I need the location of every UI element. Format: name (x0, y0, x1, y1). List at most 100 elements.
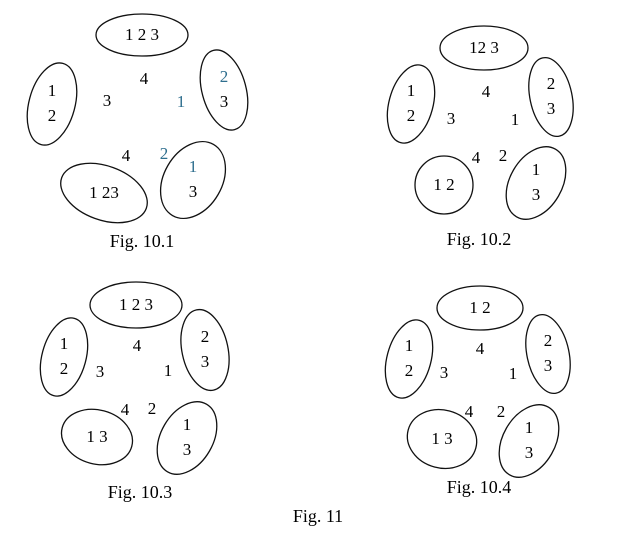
oval-left: 12 (386, 64, 436, 144)
inner-label: 4 (122, 146, 131, 165)
oval-outline (89, 281, 183, 329)
oval-label-bottom: 2 (60, 359, 69, 378)
oval-right: 23 (528, 56, 574, 138)
oval-top: 1 2 3 (89, 281, 183, 329)
oval-label: 1 3 (431, 429, 452, 448)
panel-caption: Fig. 10.2 (447, 229, 512, 249)
oval-label-bottom: 2 (405, 361, 414, 380)
oval-label: 12 3 (469, 38, 499, 57)
oval-label-bottom: 2 (407, 106, 416, 125)
oval-bottom-right: 13 (505, 146, 567, 220)
inner-label: 1 (164, 361, 173, 380)
oval-label: 1 2 3 (119, 295, 153, 314)
oval-outline (436, 285, 524, 331)
oval-top: 1 2 3 (95, 13, 189, 57)
oval-bottom-left: 1 3 (406, 408, 478, 470)
inner-label: 3 (447, 109, 456, 128)
oval-outline (39, 317, 89, 397)
oval-label: 1 3 (86, 427, 107, 446)
oval-outline (386, 64, 436, 144)
oval-label-top: 1 (525, 418, 534, 437)
oval-outline (26, 62, 78, 146)
oval-label-top: 2 (201, 327, 210, 346)
inner-label: 3 (103, 91, 112, 110)
inner-label: 1 (511, 110, 520, 129)
oval-label-bottom: 3 (525, 443, 534, 462)
oval-label: 1 2 (469, 298, 490, 317)
inner-label: 4 (140, 69, 149, 88)
inner-label: 4 (133, 336, 142, 355)
oval-outline (528, 56, 574, 138)
oval-outline (525, 313, 571, 395)
panel-caption: Fig. 10.4 (447, 477, 512, 497)
oval-label-bottom: 3 (220, 92, 229, 111)
oval-outline (159, 140, 227, 220)
oval-right: 23 (199, 49, 249, 131)
oval-label: 1 2 3 (125, 25, 159, 44)
oval-outline (406, 408, 478, 470)
oval-right: 23 (180, 308, 230, 392)
oval-top: 12 3 (439, 25, 529, 71)
oval-label-top: 2 (544, 331, 553, 350)
oval-label-top: 1 (407, 81, 416, 100)
oval-outline (180, 308, 230, 392)
inner-label: 4 (465, 402, 474, 421)
oval-label-bottom: 3 (547, 99, 556, 118)
inner-label: 1 (509, 364, 518, 383)
oval-outline (505, 146, 567, 220)
oval-right: 23 (525, 313, 571, 395)
oval-label-top: 1 (405, 336, 414, 355)
oval-outline (60, 162, 148, 224)
oval-label-top: 1 (60, 334, 69, 353)
oval-bottom-left: 1 23 (60, 162, 148, 224)
inner-label: 4 (121, 400, 130, 419)
oval-label-top: 2 (547, 74, 556, 93)
oval-left: 12 (26, 62, 78, 146)
inner-label: 2 (497, 402, 506, 421)
inner-label: 3 (440, 363, 449, 382)
oval-label-top: 1 (532, 160, 541, 179)
panel-caption: Fig. 10.1 (110, 231, 175, 251)
inner-label: 2 (148, 399, 157, 418)
oval-bottom-left: 1 2 (414, 155, 474, 215)
oval-outline (60, 408, 134, 466)
oval-outline (414, 155, 474, 215)
oval-label-top: 1 (48, 81, 57, 100)
inner-label: 4 (476, 339, 485, 358)
oval-label-bottom: 3 (189, 182, 198, 201)
oval-label-top: 2 (220, 67, 229, 86)
oval-label: 1 2 (433, 175, 454, 194)
inner-label: 1 (177, 92, 186, 111)
oval-left: 12 (384, 319, 434, 399)
oval-outline (439, 25, 529, 71)
oval-bottom-right: 13 (156, 401, 218, 475)
oval-outline (199, 49, 249, 131)
oval-left: 12 (39, 317, 89, 397)
oval-outline (498, 404, 560, 478)
oval-bottom-right: 13 (498, 404, 560, 478)
oval-bottom-right: 13 (159, 140, 227, 220)
inner-label: 2 (499, 146, 508, 165)
oval-label-bottom: 2 (48, 106, 57, 125)
oval-label: 1 23 (89, 183, 119, 202)
oval-bottom-left: 1 3 (60, 408, 134, 466)
inner-label: 4 (472, 148, 481, 167)
oval-outline (384, 319, 434, 399)
oval-label-bottom: 3 (183, 440, 192, 459)
inner-label: 3 (96, 362, 105, 381)
figure-caption: Fig. 11 (293, 506, 343, 526)
oval-label-bottom: 3 (201, 352, 210, 371)
inner-label: 4 (482, 82, 491, 101)
oval-label-top: 1 (189, 157, 198, 176)
oval-outline (156, 401, 218, 475)
oval-label-bottom: 3 (544, 356, 553, 375)
oval-outline (95, 13, 189, 57)
oval-label-top: 1 (183, 415, 192, 434)
panel-caption: Fig. 10.3 (108, 482, 173, 502)
inner-label: 2 (160, 144, 169, 163)
